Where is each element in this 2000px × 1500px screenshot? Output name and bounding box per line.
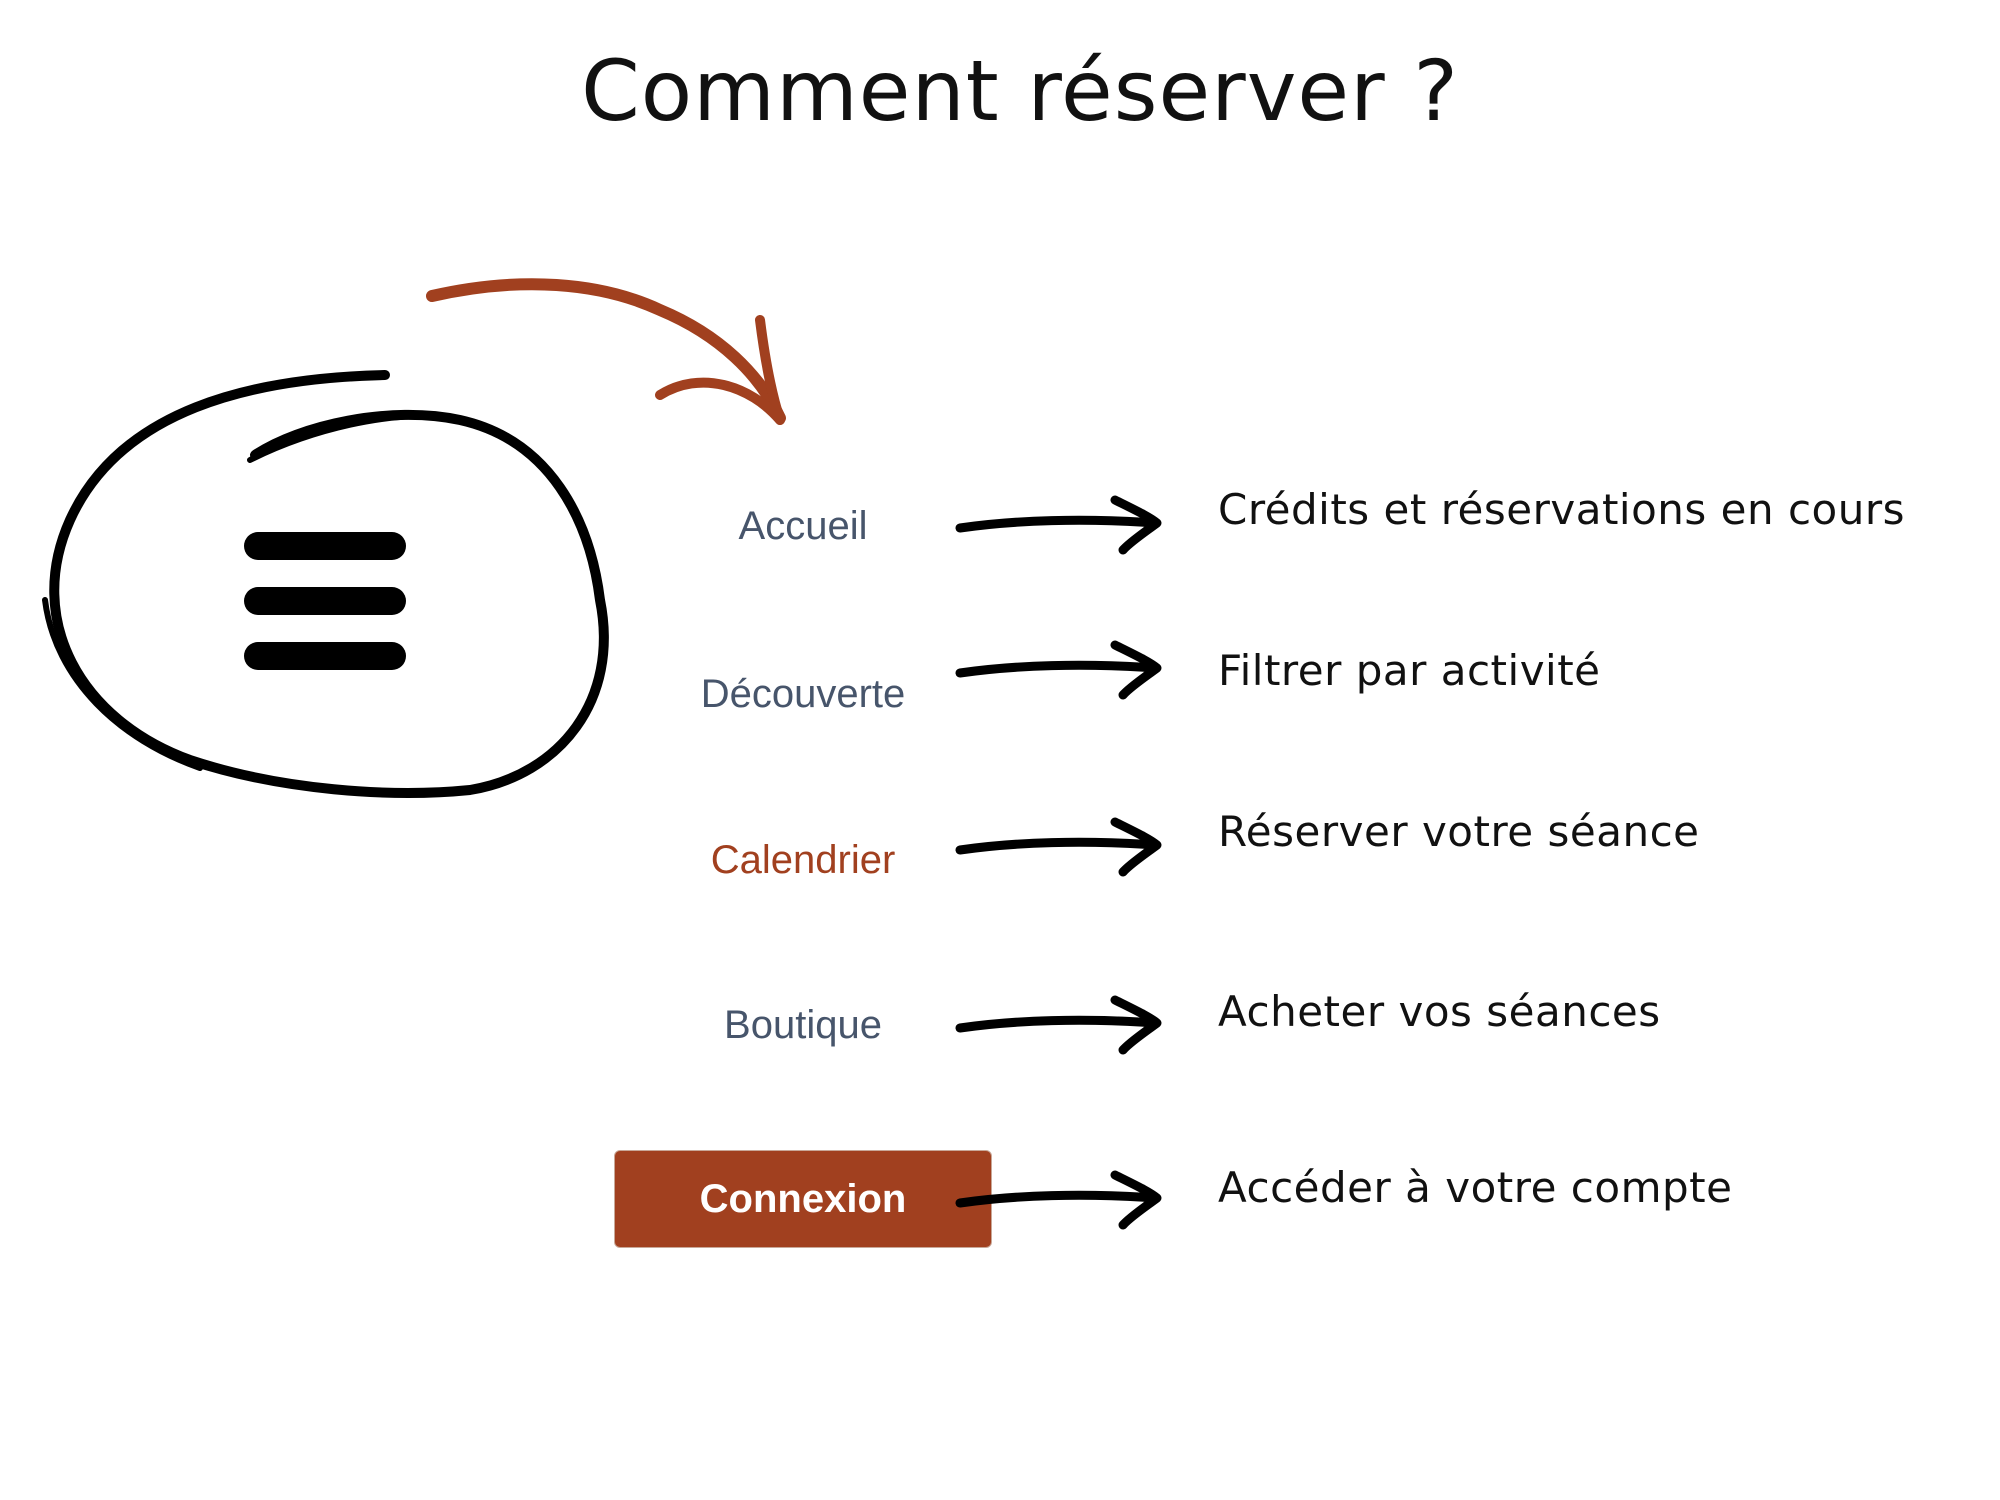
right-arrow-icon [955, 1170, 1162, 1230]
description-accueil: Crédits et réservations en cours [1218, 485, 1906, 534]
description-calendrier: Réserver votre séance [1218, 807, 1700, 856]
description-connexion: Accéder à votre compte [1218, 1163, 1733, 1212]
right-arrow-icon [955, 817, 1162, 877]
nav-item-decouverte[interactable]: Découverte [700, 672, 906, 716]
right-arrow-icon [955, 495, 1162, 555]
nav-item-accueil[interactable]: Accueil [738, 504, 868, 548]
hamburger-menu-icon[interactable] [244, 532, 406, 670]
circle-scribble [42, 370, 609, 798]
right-arrow-icon [955, 640, 1162, 700]
nav-item-boutique[interactable]: Boutique [724, 1003, 882, 1047]
description-boutique: Acheter vos séances [1218, 987, 1661, 1036]
right-arrow-icon [955, 995, 1162, 1055]
description-decouverte: Filtrer par activité [1218, 646, 1601, 695]
curved-arrow-icon [426, 278, 786, 425]
page-title: Comment réserver ? [581, 42, 1459, 140]
nav-item-calendrier[interactable]: Calendrier [710, 838, 896, 882]
connexion-button[interactable]: Connexion [614, 1150, 992, 1248]
